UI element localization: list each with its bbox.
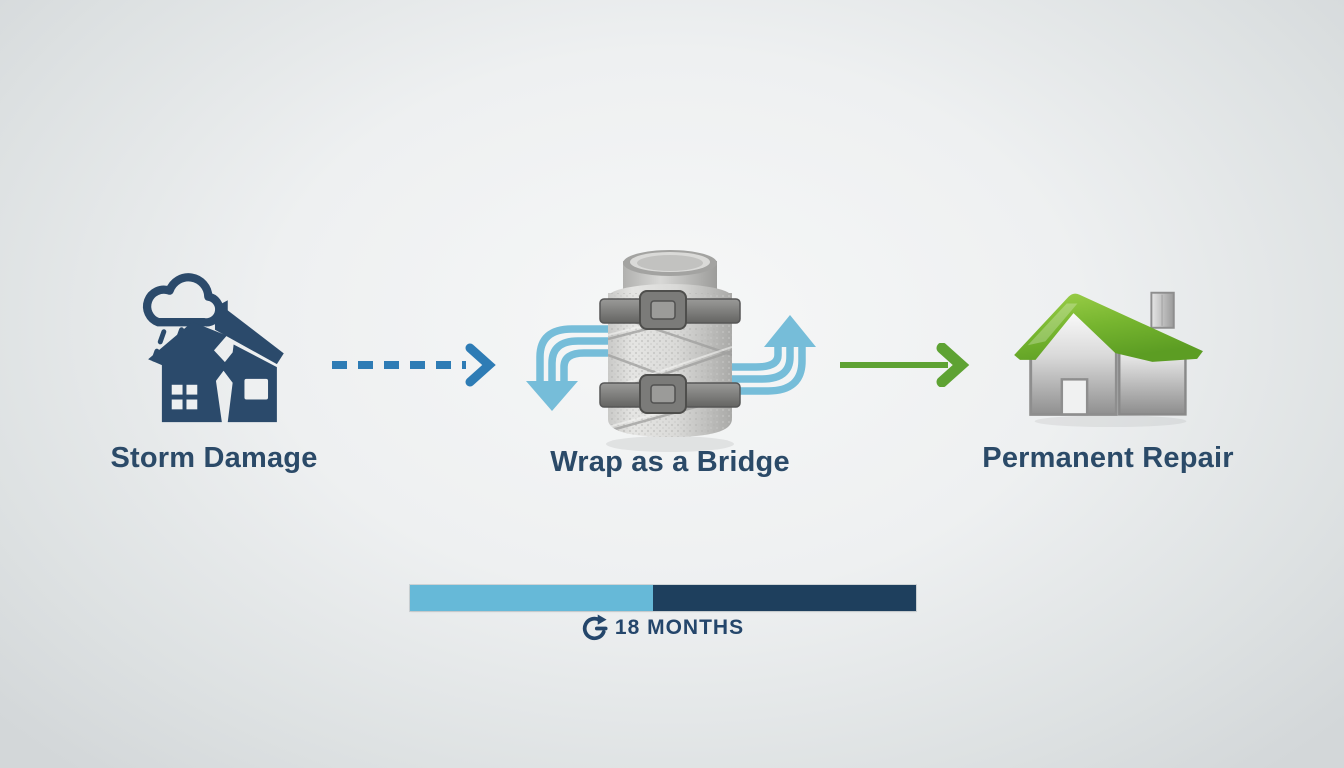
timeline-duration-label: 18 MONTHS: [614, 616, 745, 639]
flow-arrow-left-icon: [536, 325, 620, 383]
step-label-wrap-as-bridge: Wrap as a Bridge: [550, 446, 790, 478]
step-label-permanent-repair: Permanent Repair: [982, 442, 1234, 474]
timeline-caption: 18 MONTHS: [512, 610, 812, 646]
flow-arrow-left-head: [526, 381, 578, 411]
dashed-arrow-right-icon: [332, 343, 496, 387]
repaired-house-icon: [1014, 291, 1203, 428]
flow-arrow-right-head: [764, 315, 816, 347]
timeline-bar-remaining: [652, 585, 916, 611]
storm-damaged-house-icon: [142, 273, 284, 423]
timeline-bar-elapsed: [410, 585, 653, 611]
step-label-storm-damage: Storm Damage: [110, 442, 318, 474]
solid-arrow-right-icon: [840, 343, 970, 387]
timeline-bar: [410, 585, 916, 611]
clock-rotate-icon: [582, 614, 608, 641]
wrapped-pipe-icon: [526, 250, 816, 452]
flow-arrow-right-icon: [720, 345, 806, 395]
